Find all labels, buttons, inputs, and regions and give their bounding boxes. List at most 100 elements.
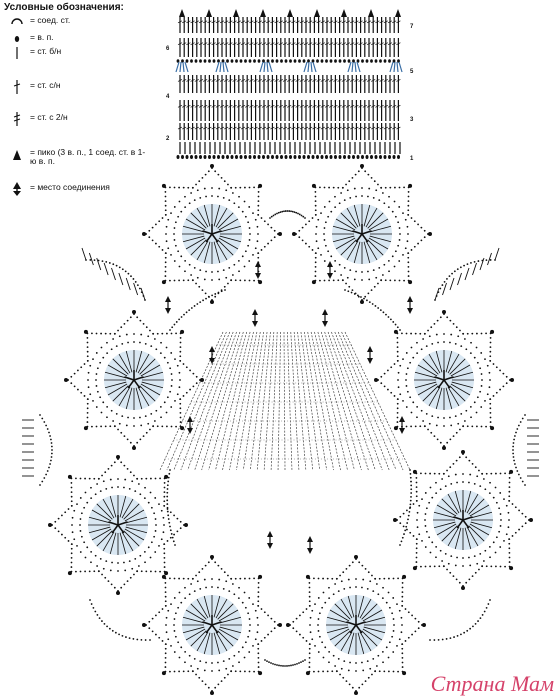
petal-chain bbox=[446, 568, 448, 571]
chain-stitch bbox=[248, 59, 252, 63]
outer-arch bbox=[519, 477, 522, 479]
join-point-icon bbox=[322, 309, 328, 315]
row-number-label: 5 bbox=[410, 69, 414, 75]
motif-chain bbox=[112, 338, 115, 340]
motif-spoke bbox=[353, 204, 361, 227]
double-crochet-bar bbox=[190, 79, 195, 82]
outer-arch bbox=[429, 639, 431, 641]
motif-star bbox=[211, 621, 222, 626]
petal-chain bbox=[86, 412, 89, 414]
petal-chain bbox=[175, 332, 177, 335]
motif-star bbox=[211, 233, 219, 243]
chain-stitch bbox=[343, 59, 346, 63]
motif-chain bbox=[174, 399, 176, 402]
motif-spoke bbox=[137, 353, 150, 374]
motif-chain bbox=[99, 490, 102, 493]
double-crochet-bar bbox=[219, 79, 225, 82]
motif-spoke bbox=[436, 523, 457, 536]
motif-chain bbox=[429, 486, 432, 489]
motif-chain bbox=[244, 250, 247, 253]
motif-spoke bbox=[182, 616, 205, 624]
motif-chain bbox=[489, 379, 491, 381]
motif-chain bbox=[388, 641, 391, 644]
petal-chain bbox=[348, 285, 351, 288]
picot bbox=[164, 474, 169, 479]
petal-chain bbox=[331, 670, 334, 673]
petal-chain bbox=[489, 402, 492, 405]
petal-chain bbox=[201, 568, 204, 570]
chain-stitch bbox=[293, 59, 297, 63]
motif-chain bbox=[252, 603, 254, 606]
connecting-arc bbox=[296, 662, 298, 665]
double-crochet-bar bbox=[383, 42, 388, 46]
double-crochet-bar bbox=[324, 79, 330, 82]
center-fan-stitch bbox=[283, 331, 286, 471]
motif-chain bbox=[170, 373, 173, 375]
double-crochet-bar bbox=[299, 20, 304, 24]
inner-arc bbox=[410, 484, 413, 487]
petal-chain bbox=[485, 332, 487, 335]
petal-chain bbox=[109, 425, 112, 428]
picot bbox=[116, 591, 120, 595]
motif-chain bbox=[94, 554, 97, 557]
motif-spoke bbox=[451, 381, 474, 389]
motif-chain bbox=[124, 478, 127, 481]
connecting-arc bbox=[294, 663, 296, 666]
legend-label: = ст. б/н bbox=[30, 46, 62, 56]
motif-spoke bbox=[119, 495, 127, 518]
motif-spoke bbox=[112, 358, 129, 375]
petal-chain bbox=[374, 670, 377, 673]
double-crochet-bar bbox=[329, 20, 334, 24]
motif-chain bbox=[346, 276, 349, 279]
inner-arc bbox=[169, 329, 171, 331]
double-crochet-bar bbox=[383, 104, 388, 108]
petal-chain bbox=[424, 472, 427, 475]
motif-chain bbox=[399, 393, 402, 396]
outer-arch bbox=[128, 637, 131, 640]
petal-chain bbox=[204, 173, 207, 176]
petal-chain bbox=[423, 236, 426, 239]
petal-chain bbox=[239, 186, 242, 189]
motif-chain bbox=[143, 550, 146, 553]
motif-chain bbox=[397, 386, 400, 389]
motif-chain bbox=[463, 420, 466, 422]
motif-chain bbox=[248, 227, 251, 229]
motif-chain bbox=[256, 225, 259, 228]
picot bbox=[428, 232, 432, 236]
motif-chain bbox=[86, 501, 89, 504]
petal-chain bbox=[341, 279, 344, 282]
join-point-icon bbox=[407, 308, 413, 314]
petal-chain bbox=[449, 438, 452, 441]
motif-chain bbox=[150, 541, 153, 544]
motif-chain bbox=[176, 364, 179, 367]
petal-chain bbox=[70, 382, 73, 385]
double-crochet-bar bbox=[354, 42, 359, 46]
motif-spoke bbox=[196, 631, 209, 652]
flower-motif bbox=[286, 555, 426, 695]
picot bbox=[360, 300, 364, 304]
petal-chain bbox=[377, 183, 379, 186]
petal-chain bbox=[234, 279, 237, 282]
petal-chain bbox=[214, 170, 217, 173]
motif-chain bbox=[218, 187, 221, 190]
stitch-cluster bbox=[259, 61, 264, 73]
motif-chain bbox=[435, 492, 438, 495]
petal-chain bbox=[351, 686, 354, 689]
legend-label: = ст. с 2/н bbox=[30, 112, 68, 122]
motif-chain bbox=[248, 260, 251, 262]
motif-chain bbox=[361, 279, 363, 281]
motif-chain bbox=[499, 525, 502, 527]
motif-spoke bbox=[190, 630, 207, 647]
motif-spoke bbox=[362, 609, 383, 622]
center-fan-stitch bbox=[334, 331, 390, 471]
motif-chain bbox=[347, 669, 350, 672]
motif-chain bbox=[388, 270, 390, 273]
motif-chain bbox=[211, 586, 213, 588]
petal-chain bbox=[397, 670, 399, 673]
petal-chain bbox=[57, 530, 60, 533]
petal-chain bbox=[270, 226, 273, 229]
center-fan-stitch bbox=[293, 331, 307, 471]
petal-chain bbox=[308, 595, 311, 598]
petal-chain bbox=[332, 279, 335, 282]
petal-chain bbox=[305, 608, 308, 610]
